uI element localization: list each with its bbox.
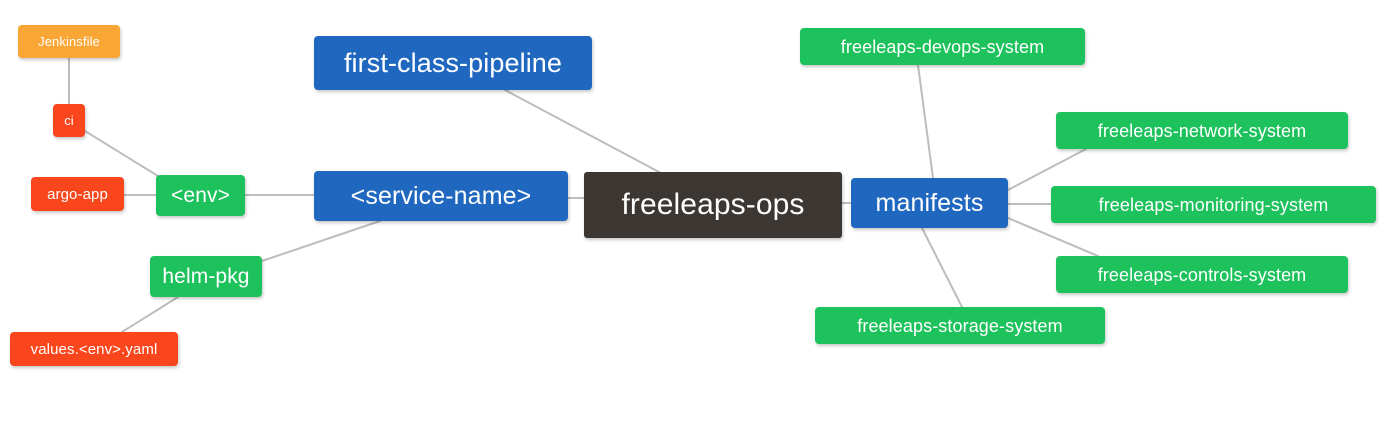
node-freeleaps-network-system[interactable]: freeleaps-network-system: [1056, 112, 1348, 149]
node-freeleaps-ops[interactable]: freeleaps-ops: [584, 172, 842, 238]
node-freeleaps-monitoring-system[interactable]: freeleaps-monitoring-system: [1051, 186, 1376, 223]
node-freeleaps-devops-system[interactable]: freeleaps-devops-system: [800, 28, 1085, 65]
node-argo-app[interactable]: argo-app: [31, 177, 124, 211]
edge-manifests-to-freeleaps-controls-system: [1007, 217, 1099, 257]
edge-manifests-to-freeleaps-storage-system: [921, 227, 963, 308]
node-jenkinsfile[interactable]: Jenkinsfile: [18, 25, 120, 58]
node-first-class-pipeline[interactable]: first-class-pipeline: [314, 36, 592, 90]
node-service-name[interactable]: <service-name>: [314, 171, 568, 221]
edge-manifests-to-freeleaps-network-system: [1007, 148, 1087, 191]
edge-helm-pkg-to-service-name: [261, 220, 381, 262]
node-values-yaml[interactable]: values.<env>.yaml: [10, 332, 178, 366]
node-freeleaps-storage-system[interactable]: freeleaps-storage-system: [815, 307, 1105, 344]
node-manifests[interactable]: manifests: [851, 178, 1008, 228]
node-env[interactable]: <env>: [156, 175, 245, 216]
edge-values-yaml-to-helm-pkg: [121, 296, 179, 333]
edge-first-class-pipeline-to-freeleaps-ops: [504, 89, 660, 173]
edge-ci-to-env: [84, 130, 159, 177]
node-freeleaps-controls-system[interactable]: freeleaps-controls-system: [1056, 256, 1348, 293]
edge-manifests-to-freeleaps-devops-system: [917, 64, 934, 179]
node-ci[interactable]: ci: [53, 104, 85, 137]
node-helm-pkg[interactable]: helm-pkg: [150, 256, 262, 297]
